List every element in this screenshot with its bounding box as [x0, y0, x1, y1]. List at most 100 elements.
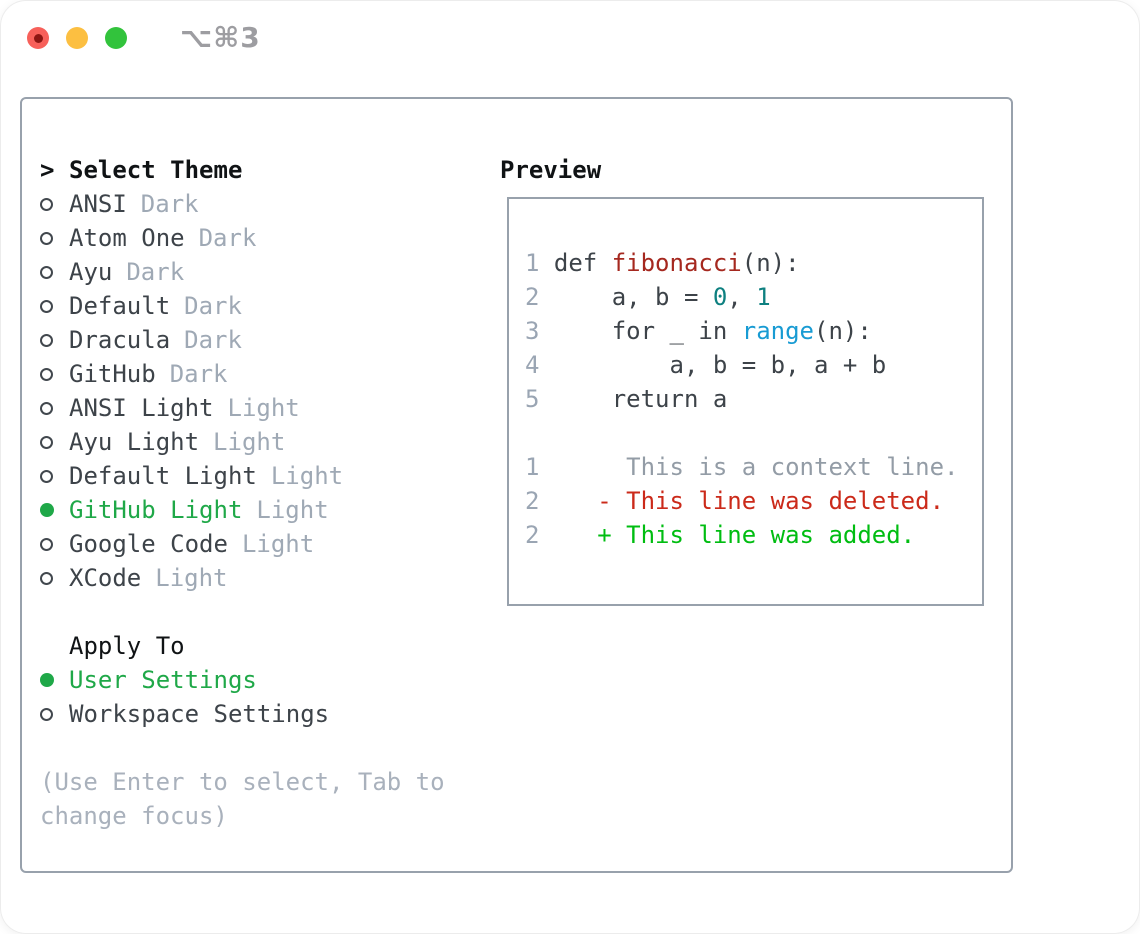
code-segment: (n): — [741, 249, 800, 277]
traffic-lights — [27, 27, 144, 49]
code-segment: a, b = — [539, 283, 713, 311]
preview-line: 2 a, b = 0, 1 — [525, 280, 982, 314]
code-segment — [539, 487, 597, 515]
preview-line: 2 + This line was added. — [525, 518, 982, 552]
spacer — [40, 731, 492, 765]
code-segment: range — [741, 317, 814, 345]
preview-line: 5 return a — [525, 382, 982, 416]
radio-unselected-icon — [40, 401, 69, 415]
item-label: Workspace Settings — [69, 700, 330, 728]
item-label: XCode — [69, 564, 142, 592]
window-shortcut-title: ⌥⌘3 — [180, 21, 261, 54]
theme-item-default-light[interactable]: Default Light Light — [40, 459, 492, 493]
unsaved-indicator-dot — [33, 33, 43, 43]
code-segment: (n): — [814, 317, 872, 345]
close-button[interactable] — [27, 27, 49, 49]
code-segment: - This line was deleted. — [597, 487, 945, 515]
preview-line: 1 This is a context line. — [525, 450, 982, 484]
theme-item-dracula[interactable]: Dracula Dark — [40, 323, 492, 357]
theme-item-github[interactable]: GitHub Dark — [40, 357, 492, 391]
line-number: 1 — [525, 249, 540, 277]
minimize-button[interactable] — [66, 27, 88, 49]
preview-line: 2 - This line was deleted. — [525, 484, 982, 518]
radio-unselected-icon — [40, 537, 69, 551]
code-segment: for _ in — [539, 317, 742, 345]
zoom-button[interactable] — [105, 27, 127, 49]
item-variant-tag: Light — [270, 462, 344, 490]
item-variant-tag: Light — [213, 428, 286, 456]
item-label: GitHub — [69, 360, 156, 388]
code-segment: 0 — [712, 283, 728, 311]
item-label: User Settings — [69, 666, 257, 694]
titlebar: ⌥⌘3 — [27, 21, 261, 54]
item-variant-tag: Dark — [184, 326, 242, 354]
item-variant-tag: Light — [155, 564, 228, 592]
item-label: Default — [69, 292, 171, 320]
menu-title: Select Theme — [69, 156, 243, 184]
code-segment: return a — [539, 385, 728, 413]
code-segment: def — [539, 249, 612, 277]
radio-unselected-icon — [40, 299, 69, 313]
apply-to-title: Apply To — [69, 632, 185, 660]
code-segment: a, b = b, a + b — [539, 351, 887, 379]
preview-title: Preview — [500, 156, 602, 184]
theme-item-ansi-light[interactable]: ANSI Light Light — [40, 391, 492, 425]
item-label: Dracula — [69, 326, 171, 354]
item-label: Default Light — [69, 462, 257, 490]
spacer — [40, 595, 492, 629]
code-segment: This is a context line. — [539, 453, 959, 481]
line-number: 4 — [525, 351, 540, 379]
item-label: ANSI — [69, 190, 127, 218]
radio-selected-icon — [40, 503, 69, 517]
apply-option-workspace-settings[interactable]: Workspace Settings — [40, 697, 492, 731]
item-variant-tag: Light — [256, 496, 329, 524]
theme-item-atom-one[interactable]: Atom One Dark — [40, 221, 492, 255]
radio-unselected-icon — [40, 571, 69, 585]
preview-line: 4 a, b = b, a + b — [525, 348, 982, 382]
theme-item-github-light[interactable]: GitHub Light Light — [40, 493, 492, 527]
code-segment: fibonacci — [611, 249, 742, 277]
menu-header: > Select Theme — [40, 153, 492, 187]
radio-unselected-icon — [40, 197, 69, 211]
hint-text: (Use Enter to select, Tab to change focu… — [40, 768, 445, 830]
item-label: ANSI Light — [69, 394, 214, 422]
item-variant-tag: Light — [241, 530, 315, 558]
line-number: 2 — [525, 487, 540, 515]
preview-line — [525, 416, 982, 450]
line-number: 3 — [525, 317, 540, 345]
item-variant-tag: Dark — [169, 360, 228, 388]
item-variant-tag: Dark — [198, 224, 257, 252]
theme-item-ansi[interactable]: ANSI Dark — [40, 187, 492, 221]
item-variant-tag: Light — [227, 394, 300, 422]
prompt-indicator-icon: > — [40, 156, 55, 184]
item-label: GitHub Light — [69, 496, 243, 524]
line-number: 1 — [525, 453, 540, 481]
item-variant-tag: Dark — [126, 258, 185, 286]
code-segment: + This line was added. — [597, 521, 916, 549]
preview-line: 1 def fibonacci(n): — [525, 246, 982, 280]
radio-unselected-icon — [40, 333, 69, 347]
apply-to-header: Apply To — [40, 629, 492, 663]
item-variant-tag: Dark — [140, 190, 199, 218]
item-variant-tag: Dark — [184, 292, 242, 320]
theme-item-xcode[interactable]: XCode Light — [40, 561, 492, 595]
item-label: Atom One — [69, 224, 185, 252]
code-segment: , — [727, 283, 757, 311]
radio-unselected-icon — [40, 265, 69, 279]
line-number: 2 — [525, 521, 540, 549]
radio-unselected-icon — [40, 367, 69, 381]
theme-item-default[interactable]: Default Dark — [40, 289, 492, 323]
radio-unselected-icon — [40, 231, 69, 245]
line-number: 2 — [525, 283, 540, 311]
code-segment — [539, 521, 597, 549]
apply-option-user-settings[interactable]: User Settings — [40, 663, 492, 697]
